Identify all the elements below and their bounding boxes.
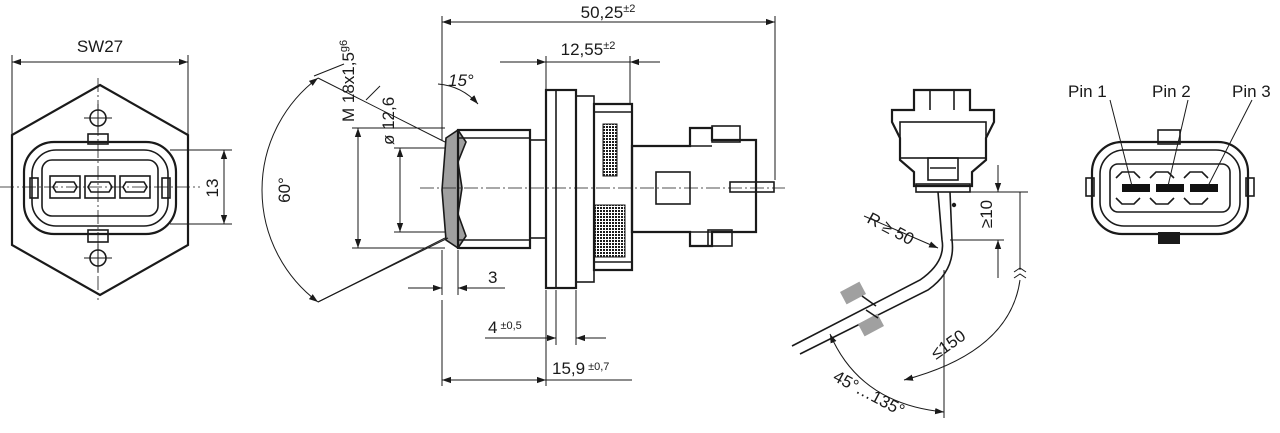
angle-60-label: 60° [275, 177, 294, 203]
pin-2-label: Pin 2 [1152, 82, 1191, 101]
dim-159-label: 15,9±0,7 [552, 359, 609, 378]
pin-2-contact [1156, 184, 1184, 192]
ge10-label: ≥10 [977, 200, 996, 228]
side-view-sensor: 60° M 18x1,5g6 ø 12,6 15° [261, 3, 785, 386]
height-13-label: 13 [203, 179, 222, 198]
total-length-label: 50,25±2 [581, 3, 636, 22]
dim-3-label: 3 [488, 268, 497, 287]
angle-15-label: 15° [448, 71, 474, 90]
connector-length-label: 12,55±2 [561, 40, 616, 59]
cable-plug-view: R ≥ 50 ≥10 ≤150 45°…135° [791, 88, 1028, 420]
pin-1-label: Pin 1 [1068, 82, 1107, 101]
radius-label: R ≥ 50 [864, 209, 917, 249]
pin-3-contact [1190, 184, 1218, 192]
thread-label: M 18x1,5g6 [338, 40, 358, 122]
pin-1-contact [1122, 184, 1150, 192]
le150-label: ≤150 [927, 326, 969, 363]
pin-3-label: Pin 3 [1232, 82, 1271, 101]
bend-angle-label: 45°…135° [830, 367, 908, 420]
sw-label: SW27 [77, 37, 123, 56]
dim-4-label: 4±0,5 [488, 318, 522, 337]
pin-layout-view: Pin 1 Pin 2 Pin 3 [1068, 82, 1271, 244]
diameter-label: ø 12,6 [379, 97, 398, 145]
front-view-hex: SW27 13 [0, 37, 232, 300]
